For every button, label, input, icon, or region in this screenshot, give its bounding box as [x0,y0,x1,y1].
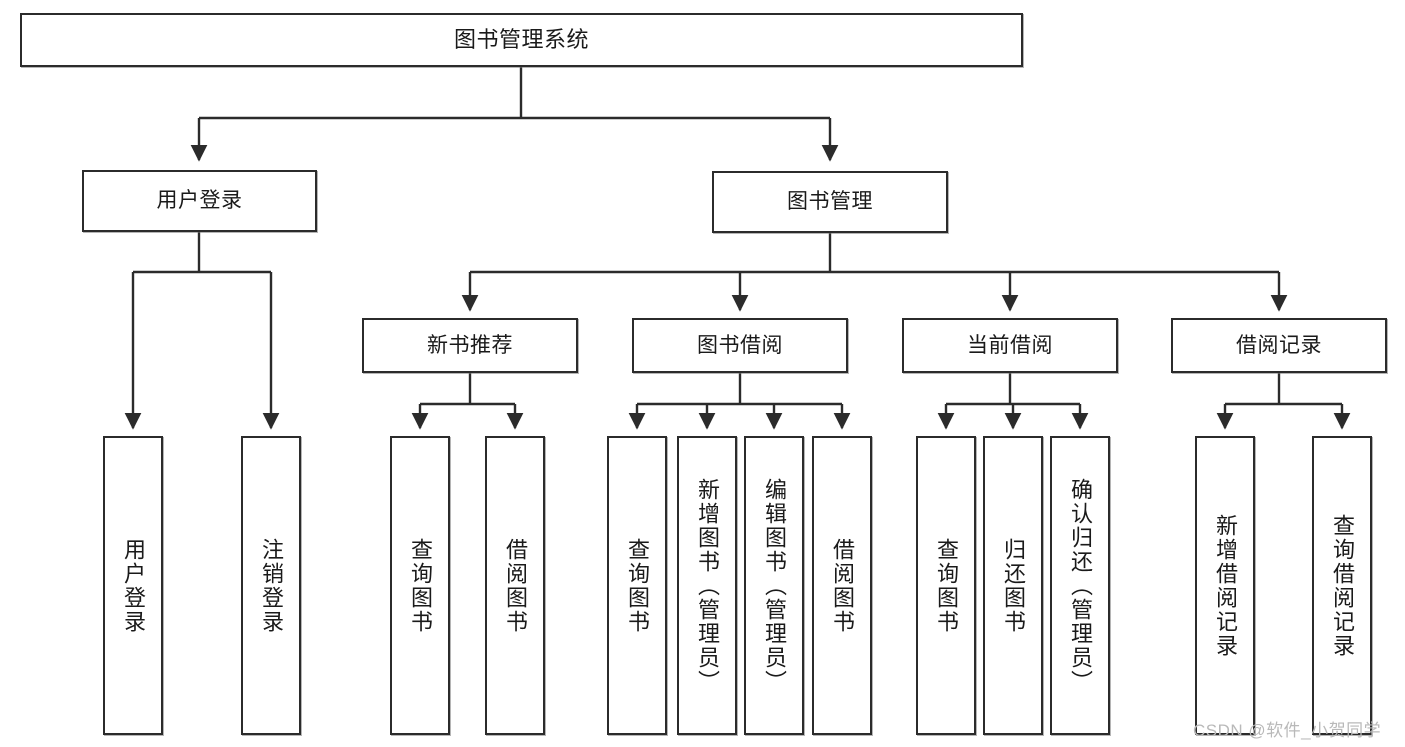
node-leaf-borrow-book-1[interactable]: 借阅图书 [485,436,545,735]
node-current-borrow[interactable]: 当前借阅 [902,318,1118,373]
node-leaf-user-login[interactable]: 用户登录 [103,436,163,735]
node-leaf-borrow-book-2-label: 借阅图书 [830,537,855,634]
node-leaf-query-book-3-label: 查询图书 [934,537,959,634]
node-leaf-add-record[interactable]: 新增借阅记录 [1195,436,1255,735]
node-root-label: 图书管理系统 [453,26,589,52]
node-leaf-logout-label: 注销登录 [259,537,284,634]
node-root[interactable]: 图书管理系统 [20,13,1023,67]
node-leaf-query-book-1-label: 查询图书 [408,537,433,634]
node-user-login-label: 用户登录 [156,189,243,213]
node-leaf-edit-book-label: 编辑图书（管理员） [762,477,787,694]
node-leaf-query-book-2[interactable]: 查询图书 [607,436,667,735]
node-leaf-borrow-book-1-label: 借阅图书 [503,537,528,634]
node-leaf-query-book-3[interactable]: 查询图书 [916,436,976,735]
node-leaf-add-book[interactable]: 新增图书（管理员） [677,436,737,735]
node-leaf-add-record-label: 新增借阅记录 [1213,513,1238,658]
node-leaf-query-record-label: 查询借阅记录 [1330,513,1355,658]
node-leaf-logout[interactable]: 注销登录 [241,436,301,735]
node-leaf-user-login-label: 用户登录 [121,537,146,634]
node-new-book-recommend-label: 新书推荐 [427,333,513,357]
node-book-borrow-label: 图书借阅 [697,333,783,357]
watermark-text: CSDN @软件_小贺同学 [1193,721,1382,740]
node-book-management-label: 图书管理 [787,190,873,214]
node-borrow-record-label: 借阅记录 [1236,333,1322,357]
node-book-management[interactable]: 图书管理 [712,171,948,233]
node-borrow-record[interactable]: 借阅记录 [1171,318,1387,373]
node-leaf-edit-book[interactable]: 编辑图书（管理员） [744,436,804,735]
node-leaf-confirm-return-label: 确认归还（管理员） [1068,477,1093,694]
node-leaf-query-book-1[interactable]: 查询图书 [390,436,450,735]
node-leaf-return-book-label: 归还图书 [1001,537,1026,634]
node-leaf-add-book-label: 新增图书（管理员） [695,477,720,694]
node-leaf-query-book-2-label: 查询图书 [625,537,650,634]
node-leaf-return-book[interactable]: 归还图书 [983,436,1043,735]
node-new-book-recommend[interactable]: 新书推荐 [362,318,578,373]
node-user-login[interactable]: 用户登录 [82,170,317,232]
node-book-borrow[interactable]: 图书借阅 [632,318,848,373]
node-leaf-borrow-book-2[interactable]: 借阅图书 [812,436,872,735]
node-leaf-query-record[interactable]: 查询借阅记录 [1312,436,1372,735]
node-leaf-confirm-return[interactable]: 确认归还（管理员） [1050,436,1110,735]
node-current-borrow-label: 当前借阅 [967,333,1053,357]
